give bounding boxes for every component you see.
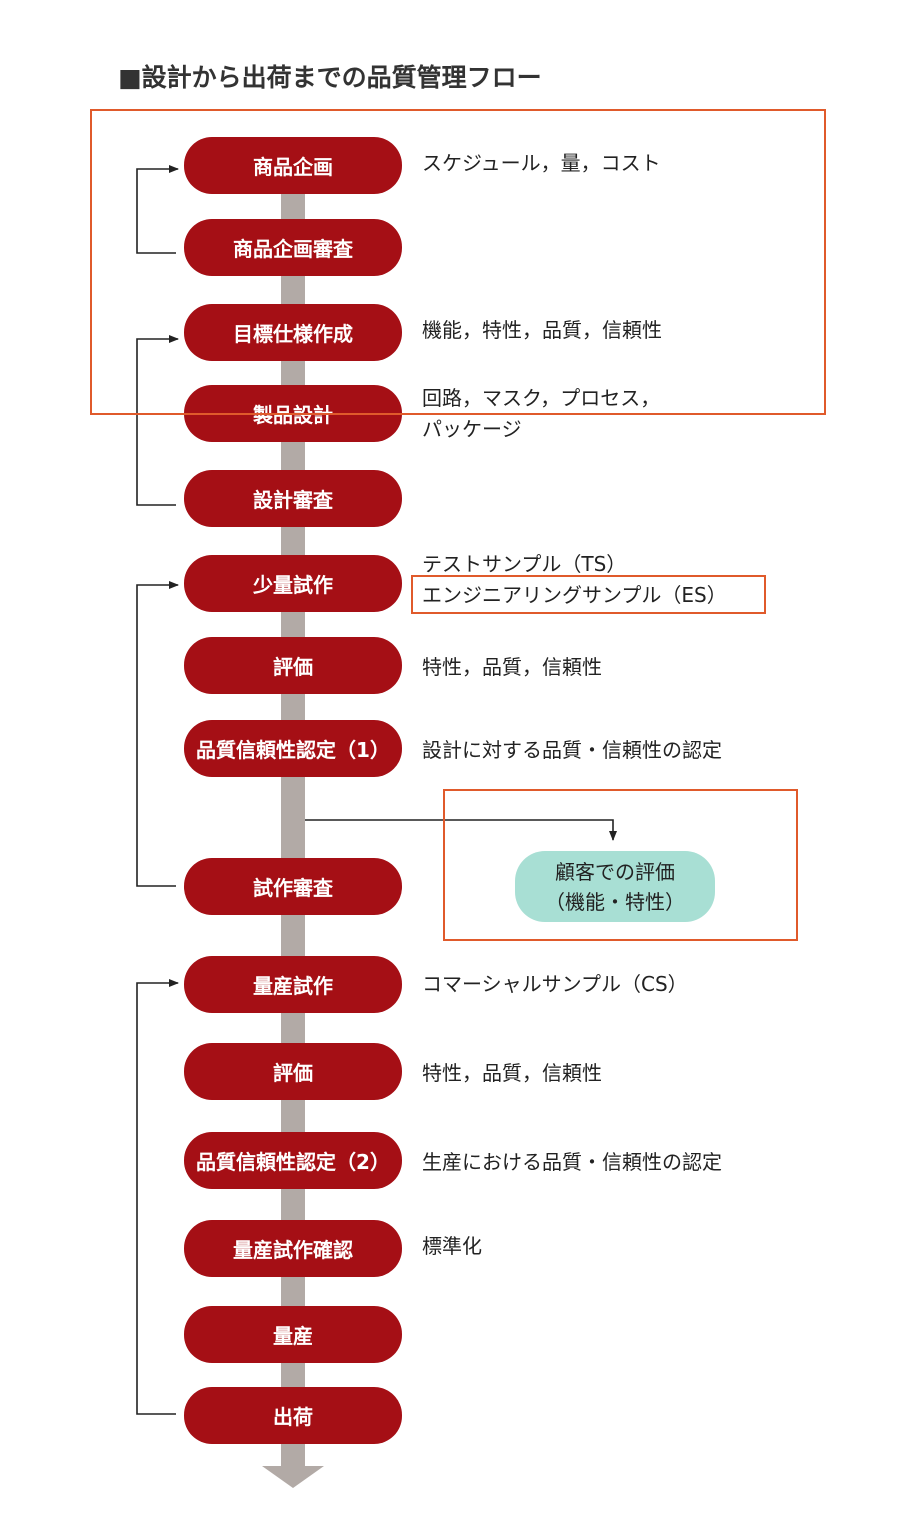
flow-end-arrow [262, 1466, 324, 1488]
step-14: 量産 [184, 1306, 402, 1363]
customer-branch-arrow [305, 819, 617, 841]
step-12-description: 生産における品質・信頼性の認定 [422, 1147, 722, 1178]
description-line: スケジュール，量，コスト [422, 151, 661, 175]
loop-arrow-3 [136, 581, 179, 887]
step-7-description: 特性，品質，信頼性 [422, 652, 602, 683]
page-title: ■設計から出荷までの品質管理フロー [118, 63, 542, 92]
step-11: 評価 [184, 1043, 402, 1100]
step-6: 少量試作 [184, 555, 402, 612]
customer-evaluation-line1: 顧客での評価 [555, 859, 675, 884]
highlight-box-customer [443, 789, 798, 941]
step-8: 品質信頼性認定（1） [184, 720, 402, 777]
description-line: コマーシャルサンプル（CS） [422, 972, 688, 996]
description-line: パッケージ [422, 417, 522, 441]
description-line: 機能，特性，品質，信頼性 [422, 318, 662, 342]
description-line: テストサンプル（TS） [422, 552, 627, 576]
description-line: 回路，マスク，プロセス， [422, 386, 661, 410]
highlight-box-planning [90, 109, 826, 415]
step-5: 設計審査 [184, 470, 402, 527]
loop-arrow-1 [136, 165, 179, 254]
description-line: 生産における品質・信頼性の認定 [422, 1150, 722, 1174]
step-13: 量産試作確認 [184, 1220, 402, 1277]
description-line: 標準化 [422, 1234, 482, 1258]
step-10-description: コマーシャルサンプル（CS） [422, 969, 688, 1000]
step-1: 商品企画 [184, 137, 402, 194]
description-line: 設計に対する品質・信頼性の認定 [422, 738, 722, 762]
highlight-box-es [411, 575, 766, 614]
step-13-description: 標準化 [422, 1231, 482, 1262]
customer-evaluation-line2: （機能・特性） [545, 889, 685, 914]
step-3-description: 機能，特性，品質，信頼性 [422, 315, 662, 346]
step-12: 品質信頼性認定（2） [184, 1132, 402, 1189]
customer-evaluation-box: 顧客での評価 （機能・特性） [515, 851, 715, 922]
step-11-description: 特性，品質，信頼性 [422, 1058, 602, 1089]
description-line: 特性，品質，信頼性 [422, 655, 602, 679]
step-7: 評価 [184, 637, 402, 694]
step-9: 試作審査 [184, 858, 402, 915]
description-line: エンジニアリングサンプル（ES） [422, 583, 727, 607]
step-4-description: 回路，マスク，プロセス， パッケージ [422, 383, 660, 445]
step-10: 量産試作 [184, 956, 402, 1013]
step-6-description: テストサンプル（TS） エンジニアリングサンプル（ES） [422, 549, 727, 611]
step-2: 商品企画審査 [184, 219, 402, 276]
step-3: 目標仕様作成 [184, 304, 402, 361]
loop-arrow-2 [136, 335, 179, 506]
step-8-description: 設計に対する品質・信頼性の認定 [422, 735, 722, 766]
step-15: 出荷 [184, 1387, 402, 1444]
description-line: 特性，品質，信頼性 [422, 1061, 602, 1085]
step-1-description: スケジュール，量，コスト [422, 148, 661, 179]
loop-arrow-4 [136, 979, 179, 1415]
